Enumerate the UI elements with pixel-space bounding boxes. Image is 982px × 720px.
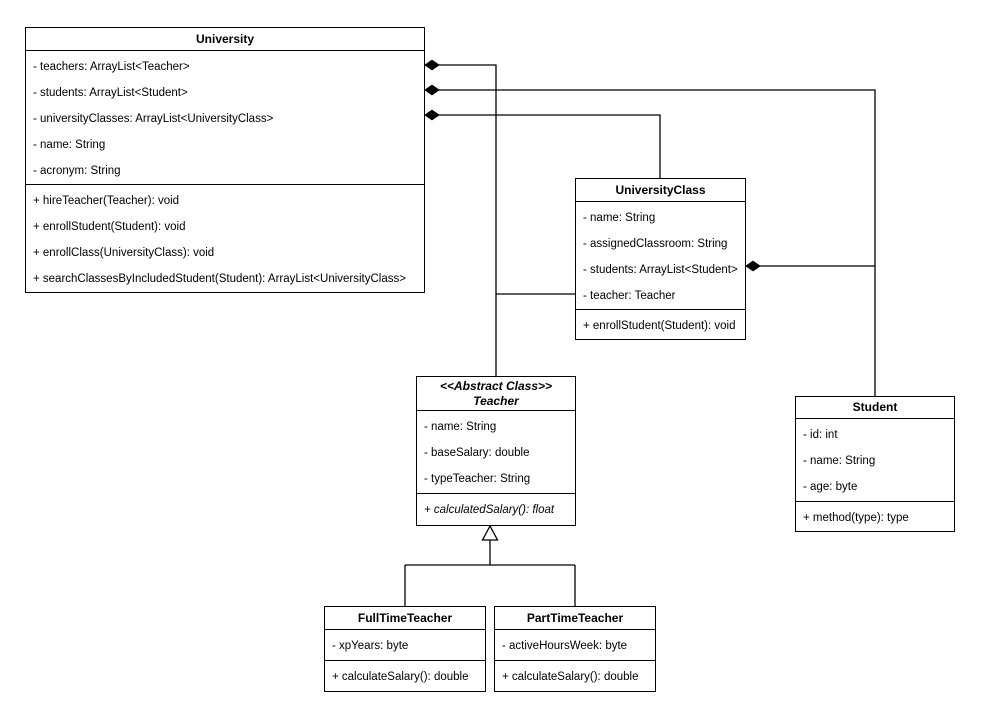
attributes-section: - name: String - assignedClassroom: Stri…: [576, 202, 745, 310]
method: + method(type): type: [803, 512, 909, 524]
class-title: FullTimeTeacher: [325, 607, 485, 630]
attribute: - xpYears: byte: [332, 640, 409, 652]
attribute: - teachers: ArrayList<Teacher>: [33, 61, 190, 73]
attributes-section: - id: int - name: String - age: byte: [796, 419, 954, 502]
composition-line-university-universityclass: [439, 114, 661, 178]
attributes-section: - activeHoursWeek: byte: [495, 630, 655, 661]
method: + calculateSalary(): double: [502, 671, 639, 683]
attribute: - id: int: [803, 429, 838, 441]
class-title: University: [26, 28, 424, 51]
methods-section: + enrollStudent(Student): void: [576, 310, 745, 339]
attribute: - name: String: [424, 421, 497, 433]
attributes-section: - teachers: ArrayList<Teacher> - student…: [26, 51, 424, 185]
composition-diamond-icon: [745, 260, 761, 272]
attribute: - name: String: [583, 212, 656, 224]
class-universityclass: UniversityClass - name: String - assigne…: [575, 178, 746, 340]
class-name: Teacher: [473, 394, 519, 408]
methods-section: + method(type): type: [796, 502, 954, 531]
attribute: - name: String: [803, 455, 876, 467]
class-title: PartTimeTeacher: [495, 607, 655, 630]
method: + searchClassesByIncludedStudent(Student…: [33, 273, 406, 285]
methods-section: + hireTeacher(Teacher): void + enrollStu…: [26, 185, 424, 292]
class-title: UniversityClass: [576, 179, 745, 202]
attribute: - universityClasses: ArrayList<Universit…: [33, 113, 274, 125]
class-university: University - teachers: ArrayList<Teacher…: [25, 27, 425, 293]
attribute: - baseSalary: double: [424, 447, 530, 459]
methods-section: + calculatedSalary(): float: [417, 494, 575, 523]
attribute: - name: String: [33, 139, 106, 151]
attribute: - acronym: String: [33, 165, 121, 177]
composition-line-university-student: [439, 89, 876, 396]
attribute: - students: ArrayList<Student>: [33, 87, 188, 99]
inheritance-line-teachers: [404, 540, 576, 606]
composition-line-university-teacher: [439, 64, 497, 376]
class-student: Student - id: int - name: String - age: …: [795, 396, 955, 532]
method: + calculatedSalary(): float: [424, 504, 555, 516]
attribute: - students: ArrayList<Student>: [583, 264, 738, 276]
composition-diamond-icon: [424, 59, 440, 71]
attributes-section: - name: String - baseSalary: double - ty…: [417, 411, 575, 494]
method: + enrollStudent(Student): void: [33, 221, 186, 233]
method: + enrollClass(UniversityClass): void: [33, 247, 215, 259]
attribute: - teacher: Teacher: [583, 290, 676, 302]
attribute: - typeTeacher: String: [424, 473, 531, 485]
methods-section: + calculateSalary(): double: [325, 661, 485, 690]
class-fulltimeteacher: FullTimeTeacher - xpYears: byte + calcul…: [324, 606, 486, 692]
method: + hireTeacher(Teacher): void: [33, 195, 180, 207]
composition-diamond-icon: [424, 84, 440, 96]
attribute: - assignedClassroom: String: [583, 238, 728, 250]
class-title: <<Abstract Class>> Teacher: [417, 377, 575, 411]
methods-section: + calculateSalary(): double: [495, 661, 655, 690]
attributes-section: - xpYears: byte: [325, 630, 485, 661]
class-stereotype: <<Abstract Class>>: [439, 379, 553, 393]
attribute: - activeHoursWeek: byte: [502, 640, 628, 652]
class-title: Student: [796, 397, 954, 419]
attribute: - age: byte: [803, 481, 858, 493]
composition-diamond-icon: [424, 109, 440, 121]
class-teacher: <<Abstract Class>> Teacher - name: Strin…: [416, 376, 576, 526]
method: + enrollStudent(Student): void: [583, 320, 736, 332]
method: + calculateSalary(): double: [332, 671, 469, 683]
inheritance-triangle-icon: [481, 524, 499, 541]
class-parttimeteacher: PartTimeTeacher - activeHoursWeek: byte …: [494, 606, 656, 692]
